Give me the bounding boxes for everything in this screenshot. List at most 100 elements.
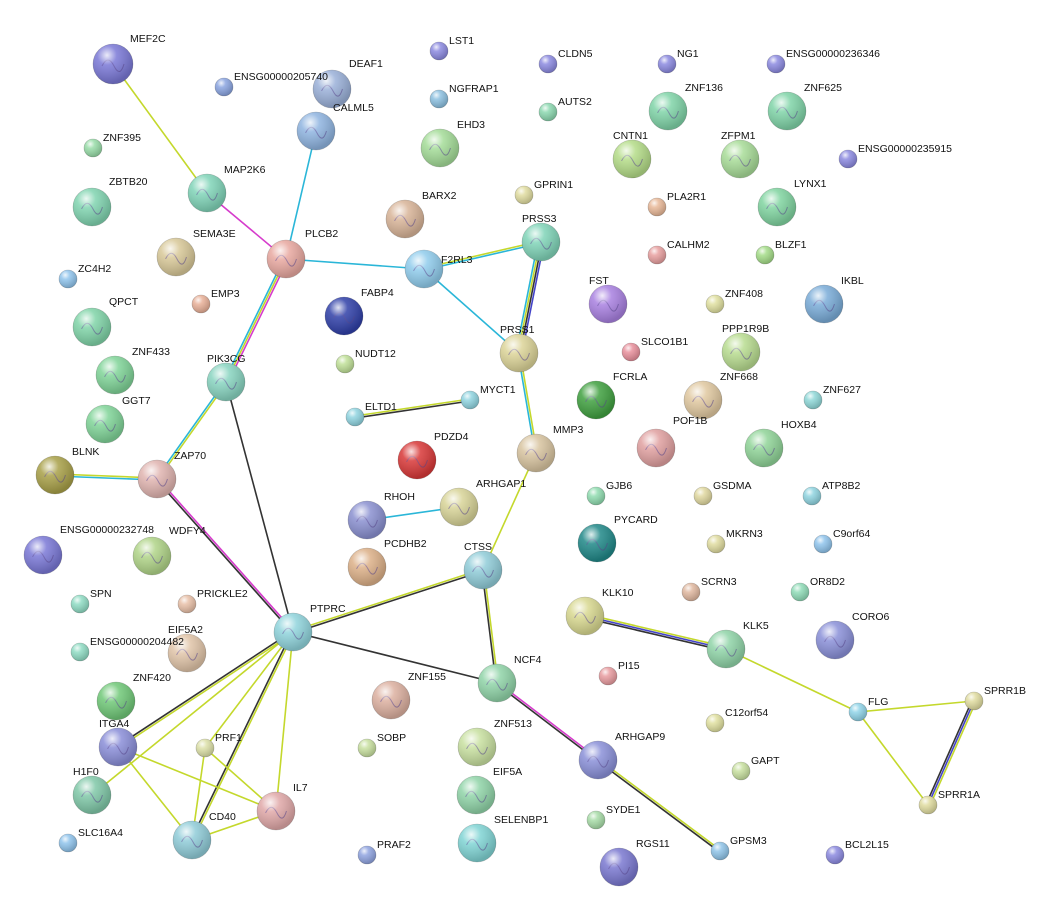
edge-calml5-plcb2-database[interactable] xyxy=(285,130,317,260)
node-znf155[interactable]: ZNF155 xyxy=(371,671,446,720)
edge-pik3cg-ptprc-coexpression[interactable] xyxy=(225,381,294,633)
node-gprin1[interactable]: GPRIN1 xyxy=(514,179,573,205)
edge-plcb2-pik3cg-textmining[interactable] xyxy=(225,258,287,383)
node-map2k6[interactable]: MAP2K6 xyxy=(187,164,266,213)
edge-itga4-cd40-textmining[interactable] xyxy=(117,746,193,841)
node-ptprc[interactable]: PTPRC xyxy=(273,603,346,652)
node-sema3e[interactable]: SEMA3E xyxy=(156,228,236,277)
node-sprr1a[interactable]: SPRR1A xyxy=(918,789,980,815)
node-bcl2l15[interactable]: BCL2L15 xyxy=(825,839,889,865)
node-gsdma[interactable]: GSDMA xyxy=(693,480,752,506)
node-fabp4[interactable]: FABP4 xyxy=(324,287,394,336)
node-ctss[interactable]: CTSS xyxy=(463,541,503,590)
node-pla2r1[interactable]: PLA2R1 xyxy=(647,191,706,217)
node-mef2c[interactable]: MEF2C xyxy=(92,33,166,85)
node-znf136[interactable]: ZNF136 xyxy=(648,82,723,131)
node-emp3[interactable]: EMP3 xyxy=(191,288,240,314)
node-ncf4[interactable]: NCF4 xyxy=(477,654,542,703)
node-eif5a[interactable]: EIF5A xyxy=(456,766,522,815)
node-pcdhb2[interactable]: PCDHB2 xyxy=(347,538,427,587)
node-znf513[interactable]: ZNF513 xyxy=(457,718,532,767)
edge-ptprc-ncf4-coexpression[interactable] xyxy=(292,631,498,684)
edge-mmp3-ctss-textmining[interactable] xyxy=(482,452,537,571)
node-deaf1[interactable]: DEAF1 xyxy=(312,58,383,109)
edge-pik3cg-zap70-textmining[interactable] xyxy=(157,382,228,481)
edge-ptprc-itga4-coexpression[interactable] xyxy=(117,630,293,747)
node-c12orf54[interactable]: C12orf54 xyxy=(705,707,768,733)
edge-mef2c-map2k6-textmining[interactable] xyxy=(112,63,208,194)
edge-ncf4-arhgap9-experiment[interactable] xyxy=(497,681,600,760)
node-ng1[interactable]: NG1 xyxy=(657,48,699,74)
edge-arhgap9-gpsm3-textmining[interactable] xyxy=(598,758,722,851)
node-praf2[interactable]: PRAF2 xyxy=(357,839,411,865)
node-pdzd4[interactable]: PDZD4 xyxy=(397,431,469,480)
node-fst[interactable]: FST xyxy=(588,275,628,324)
node-mmp3[interactable]: MMP3 xyxy=(516,424,583,473)
node-plcb2[interactable]: PLCB2 xyxy=(266,228,338,279)
node-qpct[interactable]: QPCT xyxy=(72,296,139,347)
node-ensg00000205740[interactable]: ENSG00000205740 xyxy=(214,71,328,97)
node-ngfrap1[interactable]: NGFRAP1 xyxy=(429,83,499,109)
edge-klk10-klk5-coexpression[interactable] xyxy=(584,617,726,652)
node-sprr1b[interactable]: SPRR1B xyxy=(964,685,1026,711)
node-il7[interactable]: IL7 xyxy=(256,782,308,831)
node-rgs11[interactable]: RGS11 xyxy=(599,838,670,887)
edge-sprr1b-sprr1a-textmining[interactable] xyxy=(929,701,977,807)
node-blzf1[interactable]: BLZF1 xyxy=(755,239,807,265)
edge-f2rl3-prss1-database[interactable] xyxy=(423,268,520,354)
node-pi15[interactable]: PI15 xyxy=(598,660,640,686)
edge-ctss-ncf4-textmining[interactable] xyxy=(483,569,499,683)
node-zc4h2[interactable]: ZC4H2 xyxy=(58,263,111,289)
edge-ptprc-prf1-textmining[interactable] xyxy=(204,631,294,749)
node-zfpm1[interactable]: ZFPM1 xyxy=(720,130,760,179)
node-itga4[interactable]: ITGA4 xyxy=(98,718,138,767)
node-prickle2[interactable]: PRICKLE2 xyxy=(177,588,248,614)
edge-prss3-prss1-database[interactable] xyxy=(515,241,539,353)
edge-plcb2-pik3cg-database[interactable] xyxy=(223,257,285,382)
node-klk10[interactable]: KLK10 xyxy=(565,587,634,636)
node-calml5[interactable]: CALML5 xyxy=(296,102,374,151)
node-syde1[interactable]: SYDE1 xyxy=(586,804,641,830)
node-pycard[interactable]: PYCARD xyxy=(577,514,658,563)
node-scrn3[interactable]: SCRN3 xyxy=(681,576,737,602)
node-auts2[interactable]: AUTS2 xyxy=(538,96,592,122)
node-znf408[interactable]: ZNF408 xyxy=(705,288,763,314)
node-nudt12[interactable]: NUDT12 xyxy=(335,348,396,374)
node-barx2[interactable]: BARX2 xyxy=(385,190,457,239)
edge-plcb2-pik3cg-experiment[interactable] xyxy=(227,259,289,384)
edge-ptprc-ctss-coexpression[interactable] xyxy=(293,570,484,634)
edge-ptprc-il7-textmining[interactable] xyxy=(275,631,294,812)
edge-flg-sprr1a-textmining[interactable] xyxy=(857,711,929,806)
node-c9orf64[interactable]: C9orf64 xyxy=(813,528,871,554)
node-coro6[interactable]: CORO6 xyxy=(815,611,890,660)
edge-arhgap9-gpsm3-coexpression[interactable] xyxy=(596,760,720,853)
node-cntn1[interactable]: CNTN1 xyxy=(612,130,652,179)
node-blnk[interactable]: BLNK xyxy=(35,446,99,495)
node-zap70[interactable]: ZAP70 xyxy=(137,450,206,499)
node-znf433[interactable]: ZNF433 xyxy=(95,346,170,395)
edge-klk10-klk5-textmining[interactable] xyxy=(585,613,727,648)
node-znf420[interactable]: ZNF420 xyxy=(96,672,171,721)
node-fcrla[interactable]: FCRLA xyxy=(576,371,647,420)
node-gjb6[interactable]: GJB6 xyxy=(586,480,632,506)
node-prf1[interactable]: PRF1 xyxy=(195,732,242,758)
node-slc16a4[interactable]: SLC16A4 xyxy=(58,827,123,853)
node-prss3[interactable]: PRSS3 xyxy=(521,213,561,262)
node-or8d2[interactable]: OR8D2 xyxy=(790,576,845,602)
node-calhm2[interactable]: CALHM2 xyxy=(647,239,710,265)
edge-zap70-ptprc-experiment[interactable] xyxy=(157,477,295,632)
edge-sprr1b-sprr1a-coexpression[interactable] xyxy=(925,699,973,805)
node-znf668[interactable]: ZNF668 xyxy=(683,371,758,420)
node-spn[interactable]: SPN xyxy=(70,588,112,614)
node-ensg00000235915[interactable]: ENSG00000235915 xyxy=(838,143,952,169)
edge-zap70-ptprc-coexpression[interactable] xyxy=(155,479,293,634)
node-znf627[interactable]: ZNF627 xyxy=(803,384,861,410)
node-eif5a2[interactable]: EIF5A2 xyxy=(167,624,207,673)
node-atp8b2[interactable]: ATP8B2 xyxy=(802,480,860,506)
edge-ptprc-h1f0-textmining[interactable] xyxy=(91,631,294,796)
edge-eltd1-myct1-textmining[interactable] xyxy=(354,398,470,417)
node-ehd3[interactable]: EHD3 xyxy=(420,119,485,168)
node-gpsm3[interactable]: GPSM3 xyxy=(710,835,767,861)
node-hoxb4[interactable]: HOXB4 xyxy=(744,419,817,468)
node-h1f0[interactable]: H1F0 xyxy=(72,766,112,815)
